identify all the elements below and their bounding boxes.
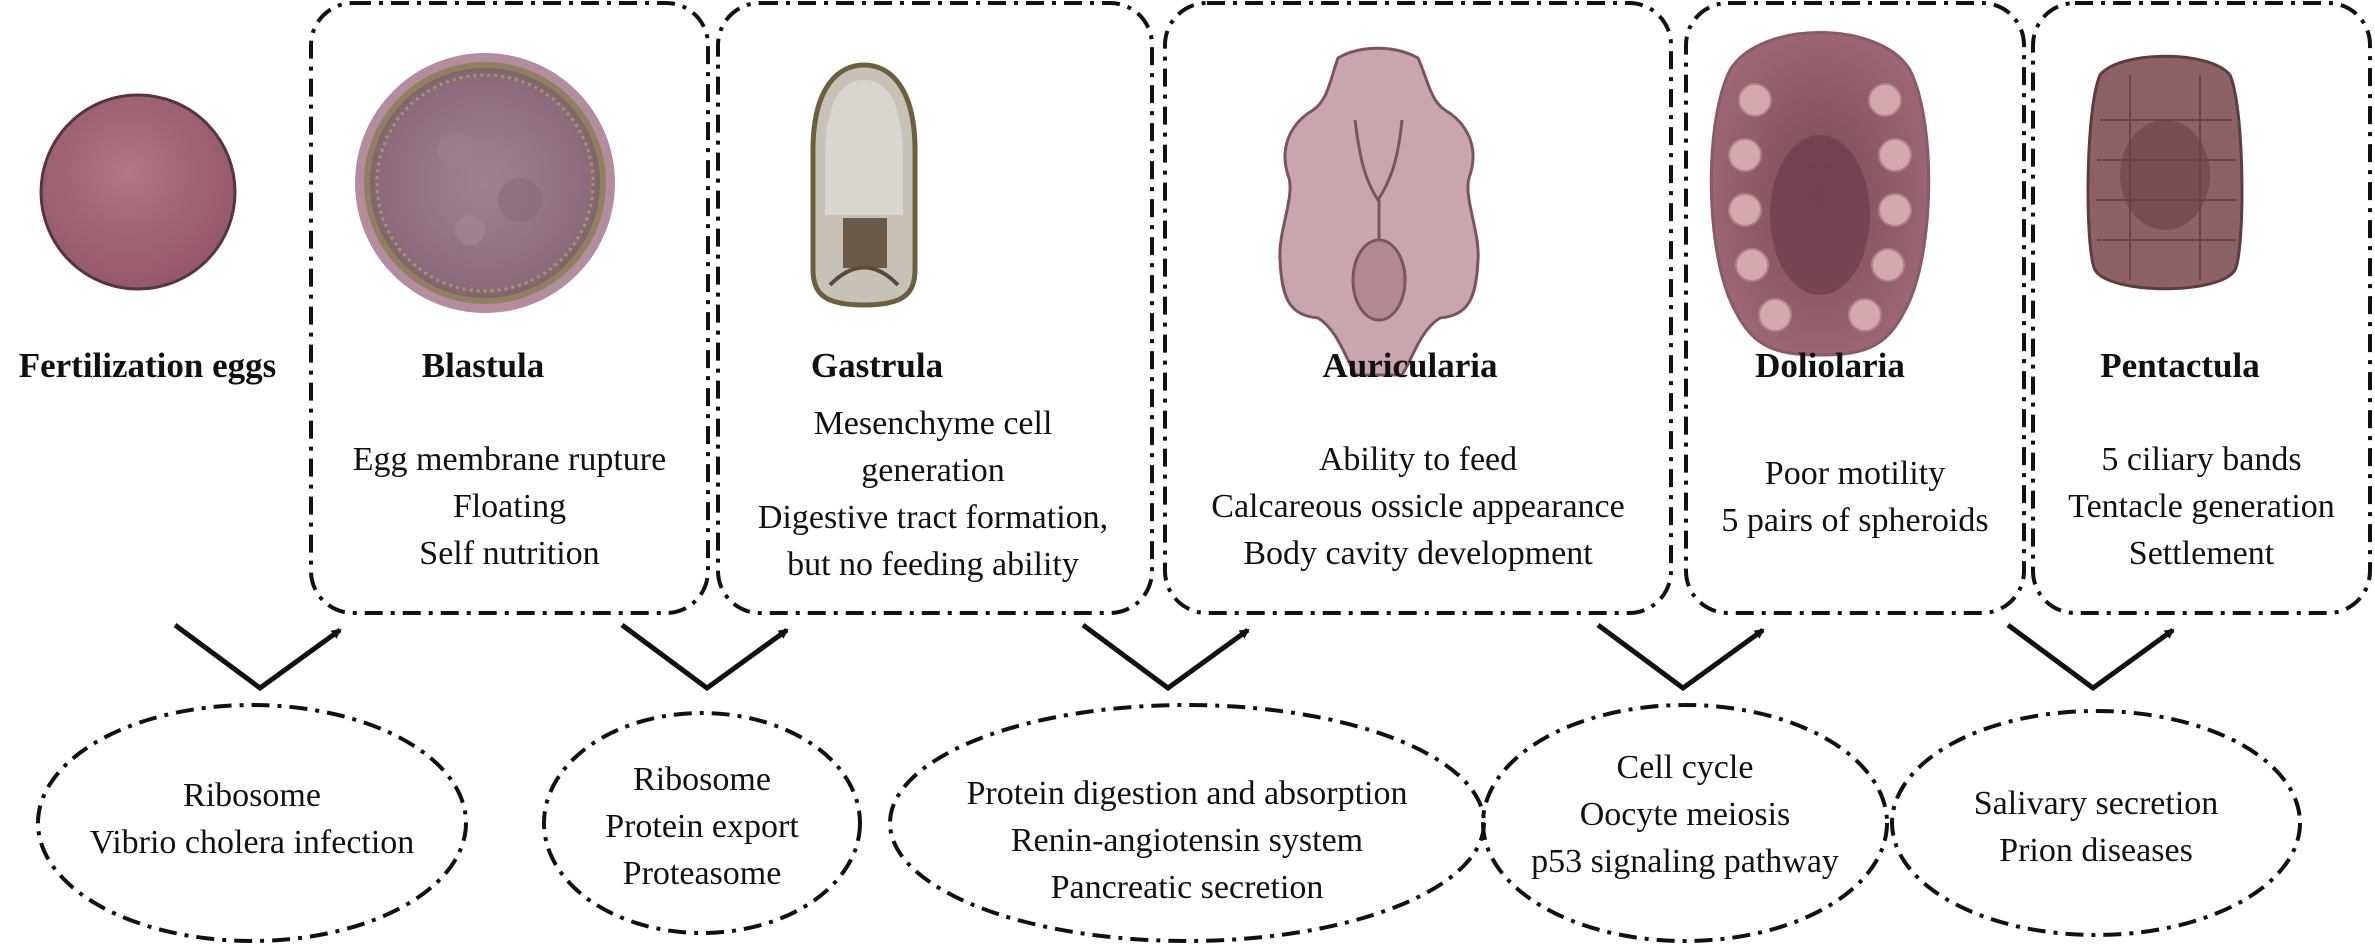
stage-title-fertilization-eggs: Fertilization eggs <box>18 346 277 385</box>
feature-line: Self nutrition <box>419 535 600 572</box>
pathway-text-5: Salivary secretion Prion diseases <box>1894 780 2298 874</box>
stage-title-auricularia: Auricularia <box>1322 346 1498 385</box>
transition-arrow-2 <box>620 622 789 692</box>
pathway-ellipse-5 <box>1890 709 2302 937</box>
pathway-item: Ribosome <box>633 761 771 798</box>
feature-line: but no feeding ability <box>787 546 1079 583</box>
pathway-item: Vibrio cholera infection <box>89 824 415 861</box>
gastrula-image <box>810 62 918 308</box>
pathway-text-1: Ribosome Vibrio cholera infection <box>40 772 464 866</box>
stage-title-pentactula: Pentactula <box>2100 346 2260 385</box>
feature-line: 5 pairs of spheroids <box>1721 502 1989 539</box>
pathway-item: Prion diseases <box>1999 832 2193 869</box>
stage-box-gastrula <box>716 1 1154 615</box>
auricularia-image <box>1278 46 1480 377</box>
pathway-ellipse-2 <box>542 711 862 935</box>
stage-box-doliolaria <box>1684 1 2026 615</box>
pathway-ellipse-4 <box>1481 703 1889 943</box>
feature-line: Egg membrane rupture <box>352 441 667 478</box>
feature-line: Floating <box>452 488 567 525</box>
pathway-text-2: Ribosome Protein export Proteasome <box>546 756 858 897</box>
fertilization-egg-image <box>39 93 237 291</box>
feature-line: generation <box>861 452 1005 489</box>
feature-line: Tentacle generation <box>2068 488 2335 525</box>
transition-arrow-3 <box>1081 622 1250 692</box>
stage-features-blastula: Egg membrane rupture Floating Self nutri… <box>311 436 708 577</box>
blastula-image <box>355 53 615 313</box>
feature-line: Poor motility <box>1764 455 1946 492</box>
feature-line: 5 ciliary bands <box>2101 441 2302 478</box>
stage-box-auricularia <box>1163 1 1673 615</box>
stage-title-gastrula: Gastrula <box>810 346 944 385</box>
feature-line: Ability to feed <box>1318 441 1518 478</box>
pathway-item: Salivary secretion <box>1973 785 2219 822</box>
pathway-text-3: Protein digestion and absorption Renin-a… <box>890 770 1484 911</box>
stage-features-pentactula: 5 ciliary bands Tentacle generation Sett… <box>2033 436 2370 577</box>
pathway-item: Pancreatic secretion <box>1050 869 1324 906</box>
pathway-item: Renin-angiotensin system <box>1010 822 1364 859</box>
feature-line: Calcareous ossicle appearance <box>1211 488 1625 525</box>
feature-line: Settlement <box>2128 535 2275 572</box>
stage-box-blastula <box>309 1 710 615</box>
pathway-text-4: Cell cycle Oocyte meiosis p53 signaling … <box>1485 744 1885 885</box>
stage-box-pentactula <box>2031 1 2372 615</box>
stage-title-blastula: Blastula <box>421 346 545 385</box>
pathway-item: Proteasome <box>622 855 782 892</box>
stage-title-doliolaria: Doliolaria <box>1755 346 1905 385</box>
pathway-item: Oocyte meiosis <box>1579 796 1791 833</box>
pathway-item: p53 signaling pathway <box>1531 843 1839 880</box>
pentactula-image <box>2086 54 2244 291</box>
stage-features-auricularia: Ability to feed Calcareous ossicle appea… <box>1165 436 1671 577</box>
transition-arrow-4 <box>1596 622 1765 692</box>
feature-line: Digestive tract formation, <box>757 499 1109 536</box>
doliolaria-image <box>1709 31 1931 357</box>
pathway-ellipse-1 <box>36 703 468 943</box>
pathway-item: Protein digestion and absorption <box>966 775 1408 812</box>
pathway-item: Protein export <box>605 808 799 845</box>
stage-features-gastrula: Mesenchyme cell generation Digestive tra… <box>718 400 1148 588</box>
pathway-item: Cell cycle <box>1616 749 1754 786</box>
pathway-item: Ribosome <box>183 777 321 814</box>
transition-arrow-1 <box>173 622 342 692</box>
stage-features-doliolaria: Poor motility 5 pairs of spheroids <box>1686 450 2024 544</box>
feature-line: Body cavity development <box>1243 535 1593 572</box>
feature-line: Mesenchyme cell <box>813 405 1053 442</box>
transition-arrow-5 <box>2006 622 2175 692</box>
